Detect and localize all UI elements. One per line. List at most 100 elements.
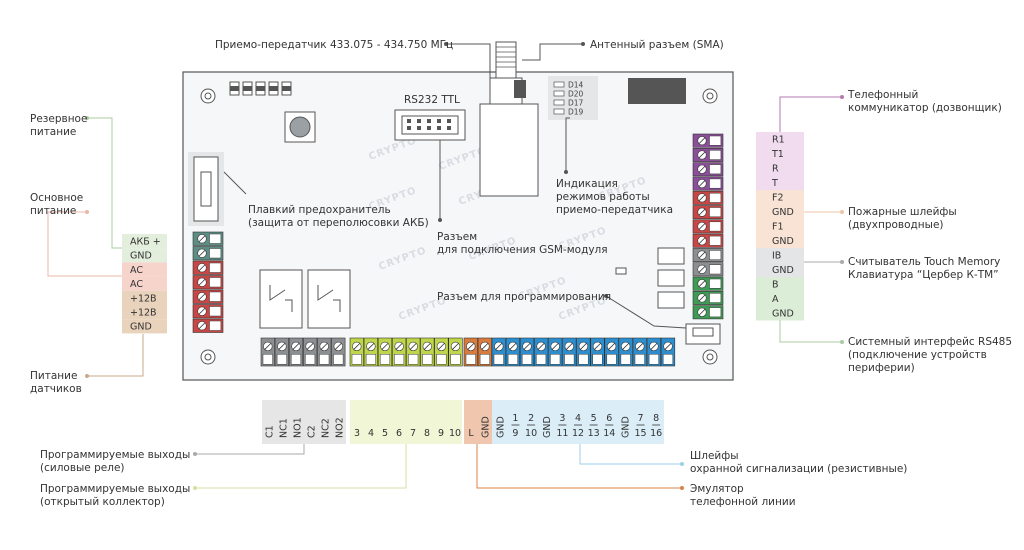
- buzzer: [628, 78, 686, 104]
- fire-loops-label-2: (двухпроводные): [848, 219, 944, 231]
- prog-relay-label-1: Программируемые выходы: [40, 449, 190, 461]
- screw-terminal: [692, 176, 724, 191]
- bottom-terminal-label: C2: [307, 425, 318, 438]
- touch-memory-label-2: Клавиатура “Цербер К-ТМ”: [848, 269, 999, 281]
- svg-text:R1: R1: [772, 135, 785, 146]
- prog-oc-label-2: (открытый коллектор): [40, 496, 165, 508]
- bottom-terminal-label: 2: [528, 413, 534, 424]
- screw-terminal: [434, 337, 449, 367]
- screw-terminal: [692, 233, 724, 248]
- screw-terminal: [692, 248, 724, 262]
- gsm-label-2: для подключения GSM-модуля: [437, 244, 608, 256]
- screw-terminal: [646, 337, 661, 367]
- screw-terminal: [548, 337, 563, 367]
- svg-text:F2: F2: [772, 193, 784, 204]
- phone-comm-label-1: Телефонный: [847, 89, 918, 101]
- screw-terminal: [288, 337, 304, 367]
- bottom-terminal-label: 6: [396, 428, 402, 439]
- bottom-terminal-label: 5: [382, 428, 388, 439]
- bottom-terminal-label: 5: [591, 413, 597, 424]
- programming-label: Разъем для программирования: [437, 291, 611, 303]
- screw-terminal: [692, 262, 724, 277]
- fire-loops-label-1: Пожарные шлейфы: [848, 206, 957, 218]
- smd-components: [229, 81, 292, 96]
- backup-power-label-2: питание: [30, 126, 76, 138]
- left-terminal-label: АКБ +: [122, 234, 167, 249]
- right-terminal-label: B: [756, 277, 804, 292]
- screw-terminal: [632, 337, 647, 367]
- right-terminal-label: T: [756, 175, 804, 190]
- line-emulator-label-1: Эмулятор: [690, 483, 744, 495]
- prog-relay-label-2: (силовые реле): [40, 462, 125, 474]
- fuse-holder: [188, 152, 224, 226]
- mounting-hole: [702, 88, 718, 104]
- bottom-terminal-label: 8: [424, 428, 430, 439]
- mounting-hole: [702, 349, 718, 365]
- bottom-terminal-label: 10: [525, 428, 537, 439]
- left-terminal-label: AC: [122, 276, 167, 291]
- bottom-terminal-label: 3: [559, 413, 565, 424]
- right-terminal-label: GND: [756, 233, 804, 248]
- screw-terminal: [192, 260, 224, 275]
- bottom-terminal-label: 9: [512, 428, 518, 439]
- svg-text:GND: GND: [130, 251, 152, 262]
- prog-oc-label-1: Программируемые выходы: [40, 483, 190, 495]
- leader-lines: [47, 42, 844, 490]
- led-label: D20: [568, 90, 584, 99]
- screw-terminal: [660, 337, 676, 367]
- bottom-terminal-label: GND: [481, 416, 492, 438]
- bottom-terminal-label: 10: [449, 428, 461, 439]
- svg-text:+12В: +12В: [130, 308, 157, 319]
- screw-terminal: [519, 337, 535, 367]
- bottom-terminal-label: 7: [638, 413, 644, 424]
- screw-terminal: [604, 337, 619, 367]
- screw-terminal: [562, 337, 577, 367]
- indication-label-3: приемо-передатчика: [556, 204, 673, 216]
- svg-text:R: R: [772, 164, 779, 175]
- mounting-hole: [200, 349, 216, 365]
- right-terminal-label: IB: [756, 248, 804, 263]
- right-terminal-label: F2: [756, 190, 804, 205]
- led-icon: [553, 99, 565, 106]
- main-power-label-1: Основное: [30, 192, 83, 204]
- screw-terminal: [377, 337, 393, 367]
- bottom-terminal-label: NC1: [279, 418, 290, 438]
- screw-terminal: [192, 275, 224, 290]
- led-label: D14: [568, 81, 584, 90]
- bottom-terminal-label: 1: [512, 413, 518, 424]
- svg-text:T1: T1: [771, 149, 784, 160]
- bottom-terminal-label: 12: [572, 428, 584, 439]
- screw-terminal: [692, 290, 724, 305]
- left-terminal-block: [192, 231, 224, 333]
- bottom-terminal-label: NO1: [293, 417, 304, 438]
- svg-text:+12В: +12В: [130, 293, 157, 304]
- left-terminal-label: GND: [122, 248, 167, 263]
- screw-terminal: [692, 219, 724, 234]
- indication-label-1: Индикация: [556, 178, 618, 190]
- bottom-terminal-label: GND: [542, 416, 553, 438]
- svg-text:B: B: [772, 280, 779, 291]
- rs232-label: RS232 TTL: [404, 94, 460, 106]
- screw-terminal: [477, 337, 493, 367]
- screw-terminal: [274, 337, 290, 367]
- phone-comm-label-2: коммуникатор (дозвонщик): [848, 102, 1002, 114]
- screw-terminal: [692, 276, 724, 291]
- bottom-terminal-label: 13: [588, 428, 600, 439]
- fuse-label-1: Плавкий предохранитель: [248, 204, 391, 216]
- screw-terminal: [576, 337, 591, 367]
- svg-text:IB: IB: [772, 251, 781, 262]
- screw-terminal: [692, 190, 724, 205]
- screw-terminal: [692, 133, 724, 148]
- mounting-hole: [200, 88, 216, 104]
- bottom-terminal-label: 6: [606, 413, 612, 424]
- screw-terminal: [590, 337, 605, 367]
- right-terminal-block: [692, 133, 724, 320]
- rs485-label-1: Системный интерфейс RS485: [848, 336, 1012, 348]
